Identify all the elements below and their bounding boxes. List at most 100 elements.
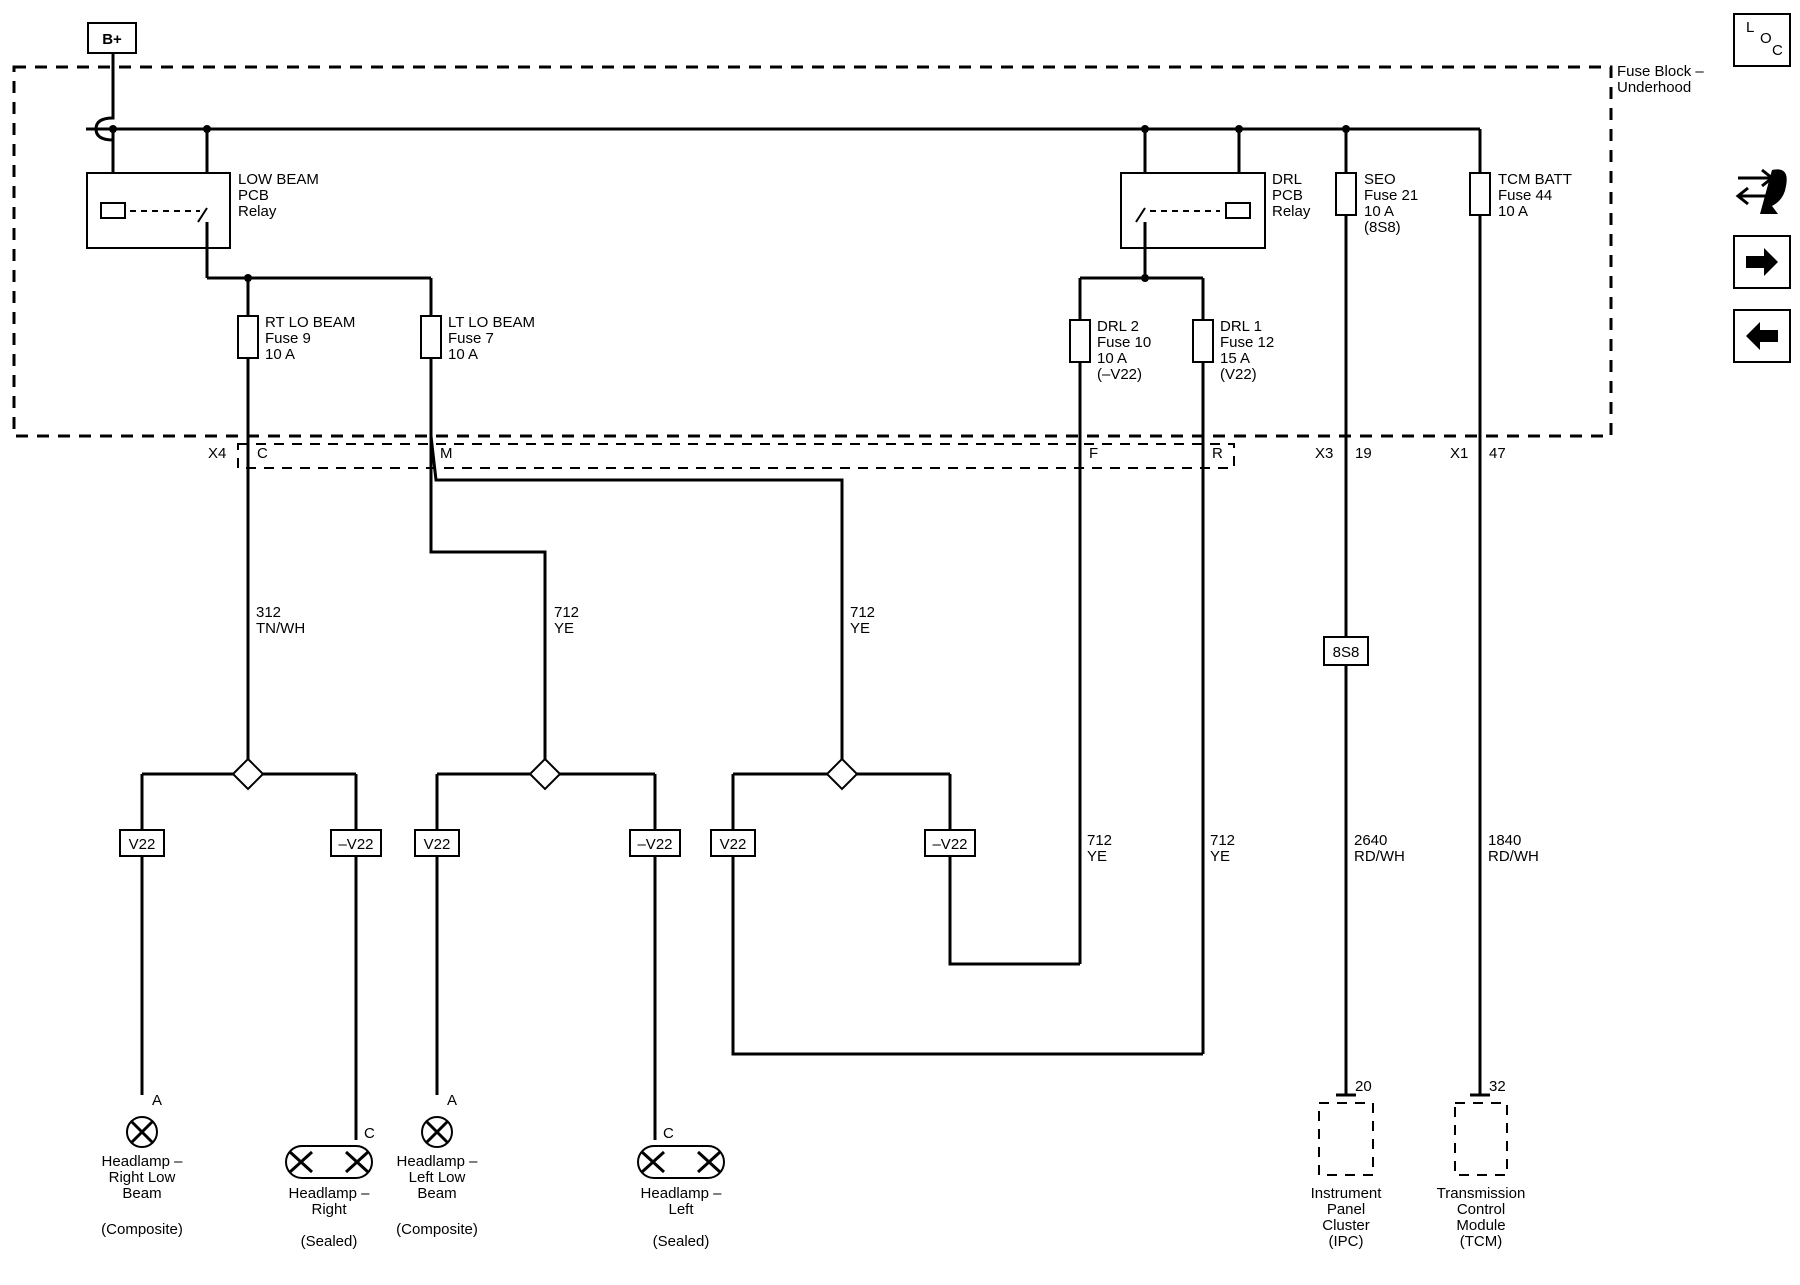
hl-right-type: (Sealed) (301, 1233, 358, 1250)
seo-fuse-label-4: (8S8) (1364, 219, 1401, 236)
wire-312-color: TN/WH (256, 620, 305, 637)
option-v22-2-label: V22 (424, 836, 451, 853)
x3-pin: 19 (1355, 445, 1372, 462)
connector-swap-icon[interactable] (1735, 168, 1787, 214)
ipc-name-4: (IPC) (1329, 1233, 1364, 1250)
tcm-module (1454, 1093, 1508, 1176)
lt-lo-beam-branch-wire (429, 435, 844, 774)
hl-left-low-name-3: Beam (417, 1185, 456, 1202)
wire-712d-number: 712 (1210, 832, 1235, 849)
drl1-fuse-label-4: (V22) (1220, 366, 1257, 383)
option-v22-1-label: V22 (129, 836, 156, 853)
wire-712b-number: 712 (850, 604, 875, 621)
fuse-block-outline (12, 65, 1613, 438)
split-diamond-3 (731, 757, 1203, 1056)
option-nv22-3-label: –V22 (932, 836, 967, 853)
split-diamond-2 (435, 757, 657, 1140)
option-nv22-3 (924, 829, 976, 857)
tcm-pin: 32 (1489, 1078, 1506, 1095)
option-nv22-1-label: –V22 (338, 836, 373, 853)
seo-fuse-label-2: Fuse 21 (1364, 187, 1418, 204)
rt-lo-beam-fuse-label-3: 10 A (265, 346, 295, 363)
option-nv22-1 (330, 829, 382, 857)
x4-connector-outline (237, 443, 1235, 469)
wire-312-number: 312 (256, 604, 281, 621)
rt-lo-beam-fuse (237, 315, 259, 359)
arrow-right-icon[interactable] (1733, 235, 1791, 289)
ipc-name-2: Panel (1327, 1201, 1365, 1218)
arrow-left-icon[interactable] (1733, 309, 1791, 363)
drl2-fuse-label-2: Fuse 10 (1097, 334, 1151, 351)
relay-coil (1225, 202, 1251, 219)
drl1-fuse-label-1: DRL 1 (1220, 318, 1262, 335)
option-v22-2 (414, 829, 460, 857)
tcm-batt-fuse-label-3: 10 A (1498, 203, 1528, 220)
tcm-name-4: (TCM) (1460, 1233, 1502, 1250)
lt-lo-beam-main-wire (429, 474, 547, 774)
seo-fuse (1335, 172, 1357, 216)
loc-letter-c: C (1772, 42, 1783, 59)
rt-lo-beam-fuse-label-1: RT LO BEAM (265, 314, 355, 331)
rt-lo-beam-fuse-label-2: Fuse 9 (265, 330, 311, 347)
x4-pin-c: C (257, 445, 268, 462)
hl-left-low-pin: A (447, 1092, 457, 1109)
wire-712c-color: YE (1087, 848, 1107, 865)
drl2-fuse-label-3: 10 A (1097, 350, 1127, 367)
wire-712c-number: 712 (1087, 832, 1112, 849)
wire-712a-color: YE (554, 620, 574, 637)
x4-pin-m: M (440, 445, 453, 462)
tcm-name-3: Module (1456, 1217, 1505, 1234)
wire-2640-number: 2640 (1354, 832, 1387, 849)
tcm-batt-fuse-label-1: TCM BATT (1498, 171, 1572, 188)
option-v22-3 (710, 829, 756, 857)
wire-712b-color: YE (850, 620, 870, 637)
seo-fuse-label-1: SEO (1364, 171, 1396, 188)
option-nv22-2-label: –V22 (637, 836, 672, 853)
drl2-fuse-label-1: DRL 2 (1097, 318, 1139, 335)
hl-right-name-1: Headlamp – (289, 1185, 371, 1202)
option-v22-1 (119, 829, 165, 857)
drl1-fuse-label-3: 15 A (1220, 350, 1250, 367)
low-beam-relay-label-3: Relay (238, 203, 277, 220)
ipc-name-1: Instrument (1311, 1185, 1383, 1202)
tcm-name-2: Control (1457, 1201, 1505, 1218)
x1-pin: 47 (1489, 445, 1506, 462)
headlamp-left-sealed (637, 1145, 725, 1179)
drl1-fuse (1192, 319, 1214, 363)
x4-pin-f: F (1089, 445, 1098, 462)
location-icon[interactable]: L O C (1733, 13, 1791, 67)
x3-label: X3 (1315, 445, 1333, 462)
loc-letter-l: L (1746, 19, 1754, 36)
drl1-fuse-label-2: Fuse 12 (1220, 334, 1274, 351)
ipc-module (1318, 1093, 1374, 1176)
hl-left-low-name-2: Left Low (409, 1169, 466, 1186)
tcm-batt-fuse-label-2: Fuse 44 (1498, 187, 1552, 204)
tcm-name-1: Transmission (1437, 1185, 1526, 1202)
split-diamond-1 (140, 757, 358, 1140)
hl-left-low-type: (Composite) (396, 1221, 478, 1238)
wire-712a-number: 712 (554, 604, 579, 621)
wire-2640-color: RD/WH (1354, 848, 1405, 865)
hl-left-name-1: Headlamp – (641, 1185, 723, 1202)
bus-crossover (94, 68, 115, 142)
x4-label: X4 (208, 445, 226, 462)
bplus-label: B+ (102, 31, 122, 48)
headlamp-right-sealed (285, 1145, 373, 1179)
low-beam-relay-label-2: PCB (238, 187, 269, 204)
hl-right-name-2: Right (311, 1201, 347, 1218)
wire-1840-number: 1840 (1488, 832, 1521, 849)
hl-left-name-2: Left (668, 1201, 694, 1218)
option-v22-3-label: V22 (720, 836, 747, 853)
hl-right-low-name-2: Right Low (109, 1169, 176, 1186)
drl-relay-label-1: DRL (1272, 171, 1302, 188)
low-beam-relay (86, 129, 231, 278)
low-beam-relay-label-1: LOW BEAM (238, 171, 319, 188)
drl2-fuse-label-4: (–V22) (1097, 366, 1142, 383)
drl2-fuse (1069, 319, 1091, 363)
option-8s8-box (1323, 636, 1369, 666)
seo-fuse-label-3: 10 A (1364, 203, 1394, 220)
hl-right-low-name-3: Beam (122, 1185, 161, 1202)
x1-label: X1 (1450, 445, 1468, 462)
